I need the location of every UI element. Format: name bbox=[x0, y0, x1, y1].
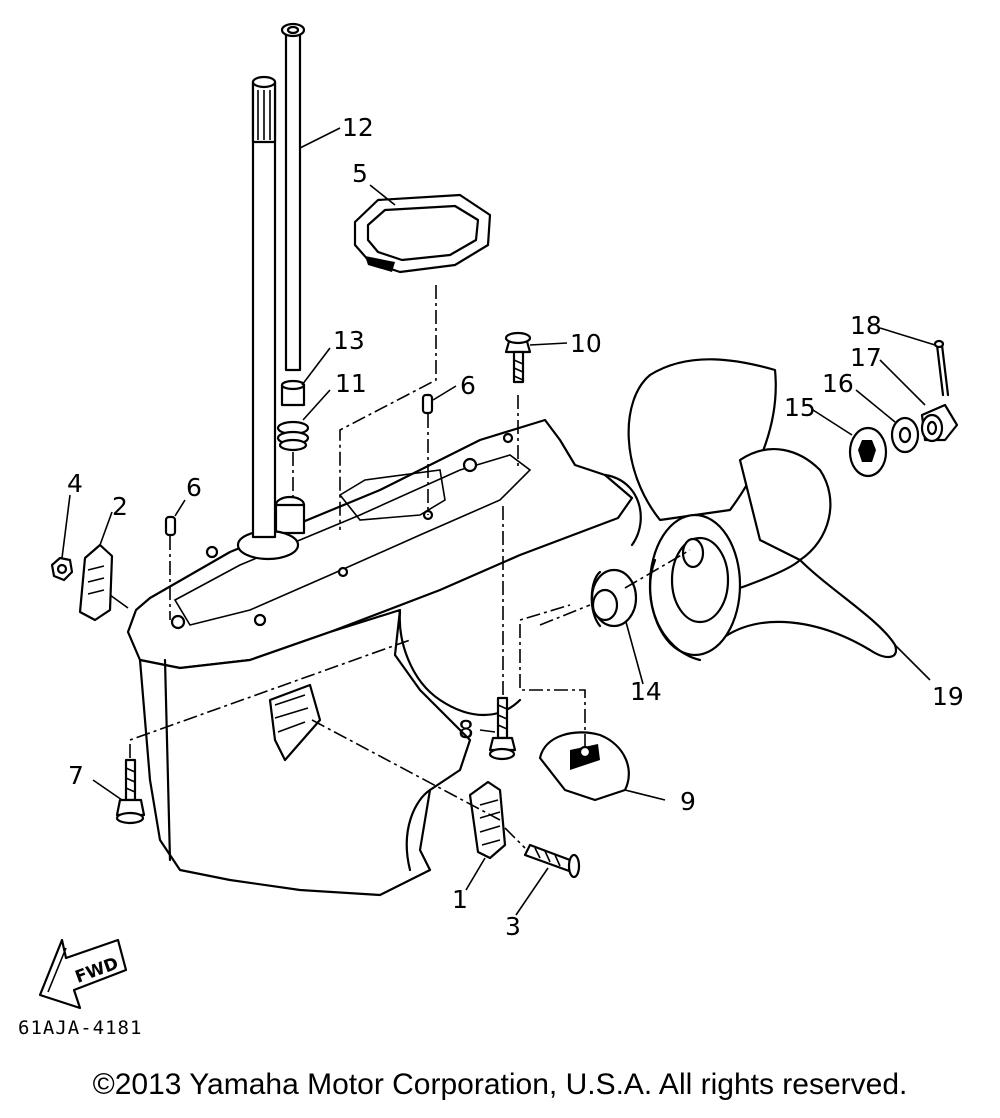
nut bbox=[50, 556, 74, 582]
drive-shaft bbox=[251, 75, 277, 539]
castle-nut bbox=[920, 403, 959, 443]
callout-11: 11 bbox=[335, 369, 367, 398]
callout-17: 17 bbox=[850, 343, 882, 372]
callout-10: 10 bbox=[570, 329, 602, 358]
callout-3: 3 bbox=[505, 912, 521, 941]
bushing bbox=[280, 379, 306, 407]
callout-7: 7 bbox=[68, 761, 84, 790]
shift-rod bbox=[280, 22, 306, 372]
callout-18: 18 bbox=[850, 311, 882, 340]
anode-front bbox=[468, 780, 507, 860]
callout-14: 14 bbox=[630, 677, 662, 706]
propeller bbox=[627, 358, 898, 662]
trim-tab bbox=[538, 731, 630, 802]
callout-15: 15 bbox=[784, 393, 816, 422]
callout-1: 1 bbox=[452, 885, 468, 914]
bolt-top bbox=[504, 331, 532, 384]
callout-6-dowel-upper: 6 bbox=[460, 371, 476, 400]
callout-9: 9 bbox=[680, 787, 696, 816]
gasket bbox=[353, 193, 492, 274]
dowel-pin bbox=[164, 393, 434, 537]
callout-4: 4 bbox=[67, 469, 83, 498]
leader-lines bbox=[61, 127, 936, 916]
drawing-code: 61AJA-4181 bbox=[18, 1017, 143, 1039]
cotter-pin bbox=[933, 339, 950, 397]
callout-16: 16 bbox=[822, 369, 854, 398]
callout-13: 13 bbox=[333, 326, 365, 355]
callout-12: 12 bbox=[342, 113, 374, 142]
callout-19: 19 bbox=[932, 682, 964, 711]
callout-6-dowel-lower: 6 bbox=[186, 473, 202, 502]
bolt-lower bbox=[115, 758, 146, 825]
callout-5: 5 bbox=[352, 159, 368, 188]
thrust-spacer bbox=[590, 568, 638, 628]
grommet-seal bbox=[276, 420, 310, 452]
screw bbox=[523, 843, 581, 879]
fwd-arrow-icon: FWD bbox=[38, 938, 128, 1010]
copyright-notice: ©2013 Yamaha Motor Corporation, U.S.A. A… bbox=[92, 1068, 908, 1101]
anode-rear bbox=[78, 543, 114, 622]
thrust-washer bbox=[848, 426, 888, 478]
washer bbox=[890, 416, 920, 454]
bolt-long bbox=[488, 696, 517, 761]
callout-8: 8 bbox=[458, 715, 474, 744]
callout-2: 2 bbox=[112, 492, 128, 521]
lower-casing bbox=[126, 418, 642, 897]
